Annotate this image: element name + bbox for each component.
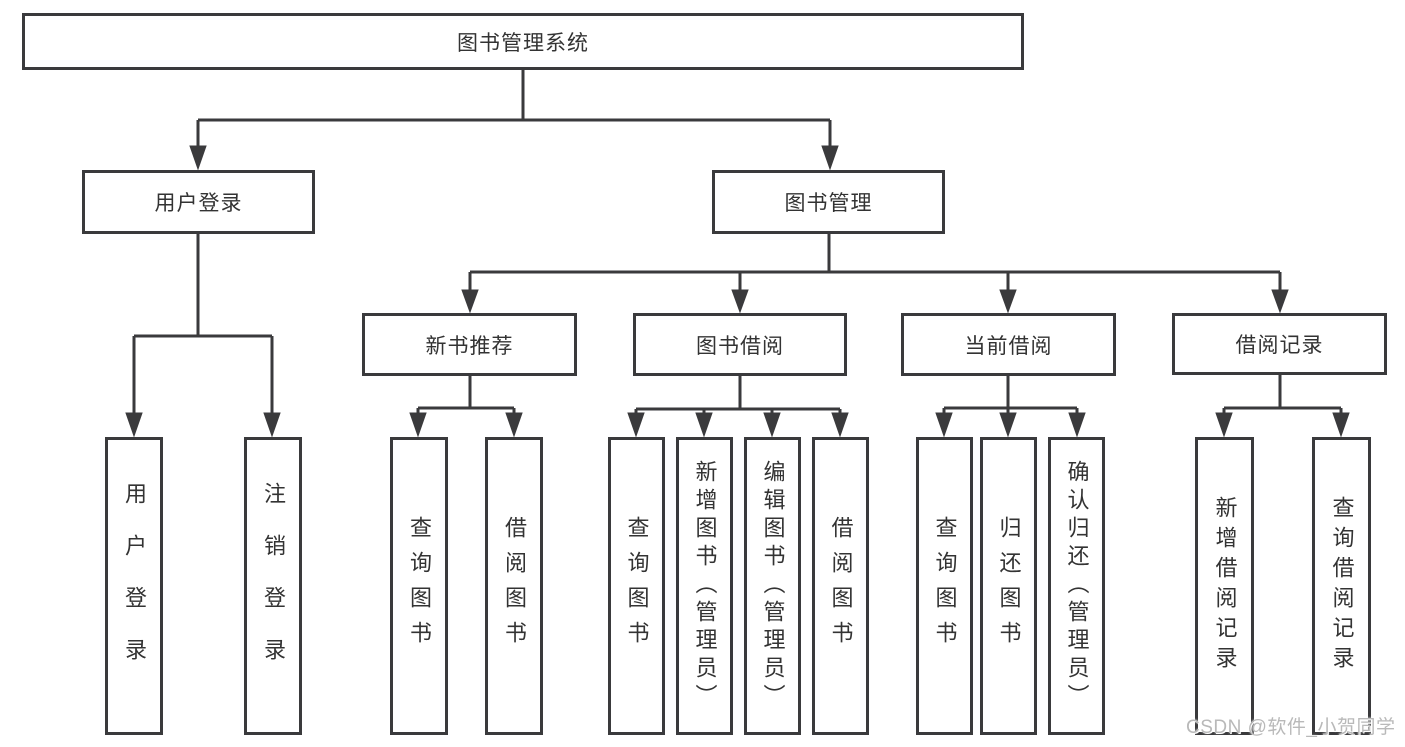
arrowhead xyxy=(999,289,1017,314)
connector-user-login-children xyxy=(132,234,274,414)
connector-new-book-children xyxy=(416,376,516,414)
node-label: 图书借阅 xyxy=(696,334,784,358)
node-label: 注销登录 xyxy=(261,482,286,690)
leaf-cb-query-books: 查询图书 xyxy=(916,437,973,735)
node-label: 确认归还（管理员） xyxy=(1064,460,1090,712)
arrowhead xyxy=(999,412,1017,438)
arrowhead xyxy=(461,289,479,314)
node-label: 图书管理系统 xyxy=(457,31,589,55)
node-label: 新增图书（管理员） xyxy=(692,460,718,712)
leaf-logout: 注销登录 xyxy=(244,437,302,735)
node-current-borrow: 当前借阅 xyxy=(901,313,1116,376)
leaf-bb-borrow-books: 借阅图书 xyxy=(812,437,869,735)
leaf-nbr-borrow-books: 借阅图书 xyxy=(485,437,543,735)
connector-book-mgmt-to-level3 xyxy=(468,234,1282,292)
arrowhead xyxy=(935,412,953,438)
node-new-book-recommend: 新书推荐 xyxy=(362,313,577,376)
node-root: 图书管理系统 xyxy=(22,13,1024,70)
node-label: 查询图书 xyxy=(407,516,432,656)
arrowhead xyxy=(831,412,849,438)
node-label: 用户登录 xyxy=(154,192,243,215)
node-label: 查询图书 xyxy=(932,516,958,656)
node-label: 查询借阅记录 xyxy=(1329,496,1355,676)
arrowhead xyxy=(1068,412,1086,438)
connector-book-borrow-children xyxy=(634,376,842,414)
arrowhead xyxy=(125,412,143,438)
arrowhead xyxy=(189,145,207,171)
arrowhead xyxy=(263,412,281,438)
arrowhead xyxy=(505,412,523,438)
leaf-bb-query-books: 查询图书 xyxy=(608,437,665,735)
connector-root-to-level2 xyxy=(196,70,832,147)
leaf-user-login: 用户登录 xyxy=(105,437,163,735)
node-label: 借阅记录 xyxy=(1235,334,1324,357)
node-book-management: 图书管理 xyxy=(712,170,945,234)
arrowhead xyxy=(695,412,713,438)
node-label: 当前借阅 xyxy=(964,334,1053,358)
arrowhead xyxy=(731,289,749,314)
arrowhead xyxy=(821,145,839,171)
leaf-br-query-record: 查询借阅记录 xyxy=(1312,437,1371,735)
arrowhead xyxy=(627,412,645,438)
node-label: 查询图书 xyxy=(624,516,650,656)
node-user-login: 用户登录 xyxy=(82,170,315,234)
node-label: 借阅图书 xyxy=(502,516,527,656)
csdn-watermark: CSDN @软件_小贺同学 xyxy=(1186,717,1396,738)
arrowhead xyxy=(1332,412,1350,438)
arrowhead xyxy=(1271,289,1289,314)
node-label: 图书管理 xyxy=(784,192,873,215)
node-book-borrow: 图书借阅 xyxy=(633,313,847,376)
arrowhead xyxy=(409,412,427,438)
node-label: 归还图书 xyxy=(996,516,1022,656)
leaf-nbr-query-books: 查询图书 xyxy=(390,437,448,735)
leaf-cb-confirm-return-admin: 确认归还（管理员） xyxy=(1048,437,1105,735)
connector-borrow-records-children xyxy=(1222,375,1343,414)
arrowhead xyxy=(1215,412,1233,438)
leaf-bb-edit-book-admin: 编辑图书（管理员） xyxy=(744,437,801,735)
connector-current-borrow-children xyxy=(942,376,1079,414)
node-label: 新书推荐 xyxy=(425,334,514,358)
leaf-br-add-record: 新增借阅记录 xyxy=(1195,437,1254,735)
node-label: 用户登录 xyxy=(122,482,147,690)
arrowhead xyxy=(763,412,781,438)
node-borrow-records: 借阅记录 xyxy=(1172,313,1387,375)
leaf-bb-add-book-admin: 新增图书（管理员） xyxy=(676,437,733,735)
leaf-cb-return-books: 归还图书 xyxy=(980,437,1037,735)
node-label: 借阅图书 xyxy=(828,516,854,656)
node-label: 新增借阅记录 xyxy=(1212,496,1238,676)
node-label: 编辑图书（管理员） xyxy=(760,460,786,712)
